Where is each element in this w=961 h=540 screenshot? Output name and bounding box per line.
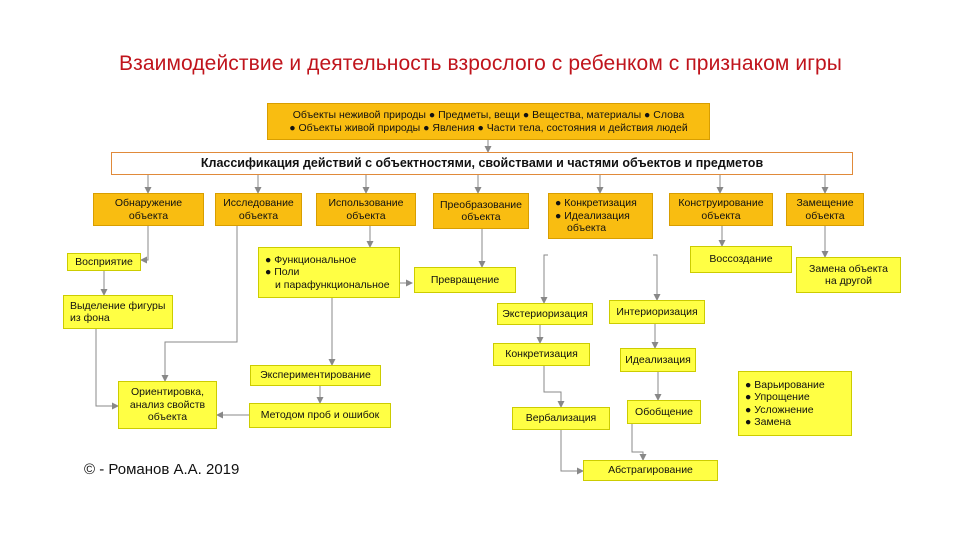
link-concr-int bbox=[653, 254, 661, 301]
link-figure-orientation bbox=[95, 329, 119, 410]
node-functional-line-3: и парафункциональное bbox=[275, 278, 390, 291]
category-substitute: Замещение объекта bbox=[786, 193, 864, 226]
node-conversion-text: Превращение bbox=[430, 273, 500, 286]
object-types-line-1: Объекты неживой природы ● Предметы, вещи… bbox=[292, 109, 685, 121]
node-orientation-line-3: объекта bbox=[147, 411, 188, 424]
link-verb-abs bbox=[560, 430, 584, 475]
category-use: Использование объекта bbox=[316, 193, 416, 226]
node-interiorization-text: Интериоризация bbox=[616, 305, 698, 318]
link-research-orientation bbox=[161, 226, 238, 382]
node-functional-line-2: ● Поли bbox=[265, 266, 300, 279]
node-experiment-text: Экспериментирование bbox=[260, 369, 371, 382]
link-concr2-verb bbox=[543, 366, 565, 408]
link-detection-perception bbox=[140, 226, 149, 264]
node-variation: ● Варьирование ● Упрощение ● Усложнение … bbox=[738, 371, 852, 436]
copyright: © - Романов А.А. 2019 bbox=[84, 461, 240, 478]
node-trial-text: Методом проб и ошибок bbox=[260, 409, 380, 422]
category-use-line-2: объекта bbox=[346, 209, 386, 222]
node-figure-line-1: Выделение фигуры bbox=[70, 299, 166, 312]
node-exteriorization-text: Экстериоризация bbox=[502, 307, 588, 320]
node-orientation-line-2: анализ свойств bbox=[129, 398, 206, 411]
node-trial: Методом проб и ошибок bbox=[249, 403, 391, 428]
classification-box: Классификация действий с объектностями, … bbox=[111, 152, 853, 175]
category-construct-line-2: объекта bbox=[701, 209, 741, 222]
category-detection: Обнаружение объекта bbox=[93, 193, 204, 226]
object-types-box: Объекты неживой природы ● Предметы, вещи… bbox=[267, 103, 710, 140]
diagram-title: Взаимодействие и деятельность взрослого … bbox=[119, 52, 842, 75]
category-concretization-line-1: ● Конкретизация bbox=[555, 197, 637, 210]
node-recreation-text: Воссоздание bbox=[709, 253, 773, 266]
node-concretization-text: Конкретизация bbox=[505, 348, 578, 361]
category-detection-line-2: объекта bbox=[128, 209, 169, 222]
category-detection-line-1: Обнаружение bbox=[114, 197, 183, 209]
node-functional: ● Функциональное ● Поли и парафункционал… bbox=[258, 247, 400, 298]
category-research: Исследование объекта bbox=[215, 193, 302, 226]
node-generalization-text: Обобщение bbox=[635, 405, 693, 418]
link-gen-abs bbox=[631, 424, 647, 461]
node-recreation: Воссоздание bbox=[690, 246, 792, 273]
category-substitute-line-1: Замещение bbox=[796, 197, 854, 209]
category-concretization-line-3: объекта bbox=[567, 222, 607, 235]
node-figure: Выделение фигуры из фона bbox=[63, 295, 173, 329]
node-figure-line-2: из фона bbox=[70, 312, 110, 324]
node-perception-text: Восприятие bbox=[75, 255, 133, 268]
node-interiorization: Интериоризация bbox=[609, 300, 705, 324]
node-variation-line-2: ● Упрощение bbox=[745, 391, 810, 403]
category-transform-line-1: Преобразование bbox=[440, 198, 522, 211]
node-abstraction-text: Абстрагирование bbox=[608, 464, 693, 477]
node-replacement-line-1: Замена объекта bbox=[809, 262, 888, 275]
node-replacement: Замена объекта на другой bbox=[796, 257, 901, 293]
category-research-line-2: объекта bbox=[238, 209, 279, 222]
node-exteriorization: Экстериоризация bbox=[497, 303, 593, 325]
category-transform: Преобразование объекта bbox=[433, 193, 529, 229]
node-replacement-line-2: на другой bbox=[825, 275, 872, 287]
link-concr-ext bbox=[540, 254, 548, 304]
node-variation-line-4: ● Замена bbox=[745, 416, 792, 428]
category-use-line-1: Использование bbox=[328, 197, 404, 209]
category-concretization: ● Конкретизация ● Идеализация объекта bbox=[548, 193, 653, 239]
node-orientation-line-1: Ориентировка, bbox=[130, 386, 205, 399]
node-experiment: Экспериментирование bbox=[250, 365, 381, 386]
category-construct-line-1: Конструирование bbox=[678, 197, 764, 209]
node-variation-line-3: ● Усложнение bbox=[745, 403, 814, 416]
category-transform-line-2: объекта bbox=[461, 211, 501, 223]
node-perception: Восприятие bbox=[67, 253, 141, 271]
node-idealization: Идеализация bbox=[620, 348, 696, 372]
category-substitute-line-2: объекта bbox=[805, 209, 845, 222]
node-generalization: Обобщение bbox=[627, 400, 701, 424]
node-verbalization-text: Вербализация bbox=[525, 412, 597, 425]
category-concretization-line-2: ● Идеализация bbox=[555, 209, 630, 222]
node-orientation: Ориентировка, анализ свойств объекта bbox=[118, 381, 217, 429]
node-functional-line-1: ● Функциональное bbox=[265, 253, 357, 266]
node-idealization-text: Идеализация bbox=[625, 353, 691, 366]
category-construct: Конструирование объекта bbox=[669, 193, 773, 226]
node-verbalization: Вербализация bbox=[512, 407, 610, 430]
node-concretization: Конкретизация bbox=[493, 343, 590, 366]
object-types-line-2: ● Объекты живой природы ● Явления ● Част… bbox=[289, 121, 688, 134]
node-conversion: Превращение bbox=[414, 267, 516, 293]
node-abstraction: Абстрагирование bbox=[583, 460, 718, 481]
category-research-line-1: Исследование bbox=[223, 197, 294, 209]
node-variation-line-1: ● Варьирование bbox=[745, 378, 825, 391]
